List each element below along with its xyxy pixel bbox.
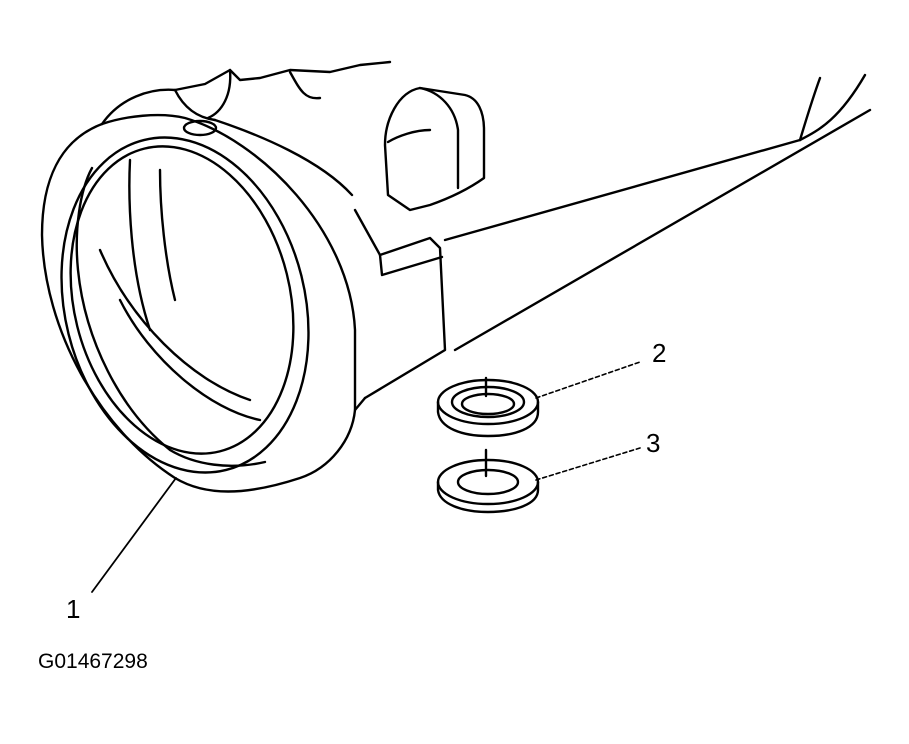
washer-part xyxy=(436,448,540,514)
leader-line-3 xyxy=(535,447,641,481)
leader-line-2 xyxy=(535,361,641,399)
housing-body xyxy=(100,60,872,400)
mounting-boss xyxy=(383,86,486,212)
bore-ring xyxy=(40,113,367,493)
figure-id-label: G01467298 xyxy=(38,650,148,673)
callout-3: 3 xyxy=(646,428,661,458)
callout-1: 1 xyxy=(66,594,81,624)
callout-2: 2 xyxy=(652,338,667,368)
leader-line-1 xyxy=(91,477,177,593)
seal-part xyxy=(436,376,540,438)
